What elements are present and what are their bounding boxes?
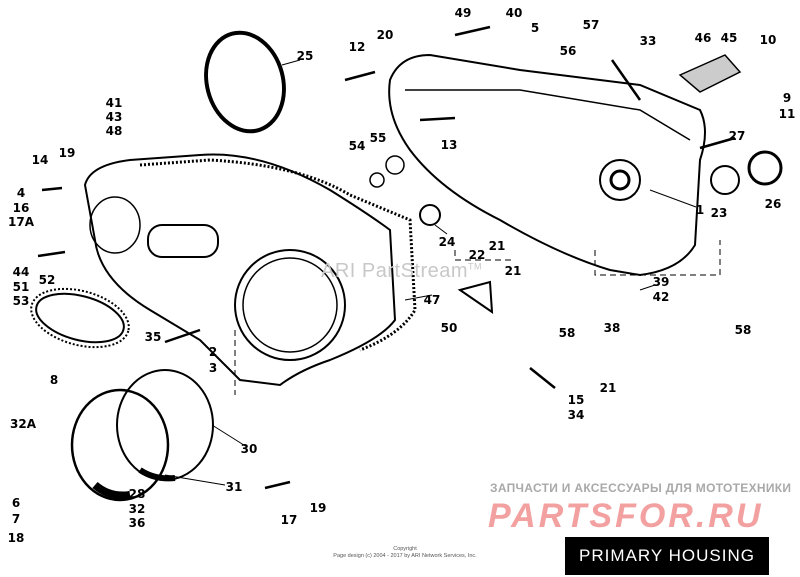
diagram-title: PRIMARY HOUSING xyxy=(565,537,769,575)
cover-gasket xyxy=(139,158,417,352)
callout-24[interactable]: 24 xyxy=(438,235,456,249)
callout-9[interactable]: 9 xyxy=(782,91,792,105)
callout-56[interactable]: 56 xyxy=(559,44,577,58)
callout-11[interactable]: 11 xyxy=(778,107,796,121)
callout-19[interactable]: 19 xyxy=(58,146,76,160)
callout-52[interactable]: 52 xyxy=(38,273,56,287)
callout-46[interactable]: 46 xyxy=(694,31,712,45)
callout-1[interactable]: 1 xyxy=(695,203,705,217)
callout-17[interactable]: 17 xyxy=(280,513,298,527)
cover-plate xyxy=(678,54,742,93)
callout-38[interactable]: 38 xyxy=(603,321,621,335)
inspection-cover xyxy=(35,292,125,344)
callout-21[interactable]: 21 xyxy=(504,264,522,278)
callout-4[interactable]: 4 xyxy=(16,186,26,200)
bearing xyxy=(710,165,740,195)
callout-58[interactable]: 58 xyxy=(558,326,576,340)
trademark: TM xyxy=(468,261,483,272)
callout-21[interactable]: 21 xyxy=(488,239,506,253)
callout-15[interactable]: 15 xyxy=(567,393,585,407)
callout-14[interactable]: 14 xyxy=(31,153,49,167)
callout-32a[interactable]: 32A xyxy=(10,417,36,431)
callout-55[interactable]: 55 xyxy=(369,131,387,145)
callout-16[interactable]: 16 xyxy=(12,201,30,215)
copyright-text: Page design (c) 2004 - 2017 by ARI Netwo… xyxy=(333,552,477,559)
callout-49[interactable]: 49 xyxy=(454,6,472,20)
callout-30[interactable]: 30 xyxy=(240,442,258,456)
seal xyxy=(747,150,783,186)
inner-primary-housing xyxy=(388,53,706,277)
screws xyxy=(37,25,736,490)
callout-57[interactable]: 57 xyxy=(582,18,600,32)
callout-42[interactable]: 42 xyxy=(652,290,670,304)
callout-26[interactable]: 26 xyxy=(764,197,782,211)
callout-18[interactable]: 18 xyxy=(7,531,25,545)
partsfor-logo: PARTSFOR.RU xyxy=(488,497,764,535)
copyright-label: Copyright xyxy=(393,546,417,552)
callout-54[interactable]: 54 xyxy=(348,139,366,153)
callout-44[interactable]: 44 xyxy=(12,265,30,279)
callout-3[interactable]: 3 xyxy=(208,361,218,375)
callout-41[interactable]: 41 xyxy=(105,96,123,110)
callout-35[interactable]: 35 xyxy=(144,330,162,344)
callout-23[interactable]: 23 xyxy=(710,206,728,220)
ru-banner: ЗАПЧАСТИ И АКСЕССУАРЫ ДЛЯ МОТОТЕХНИКИ xyxy=(490,481,792,495)
callout-12[interactable]: 12 xyxy=(348,40,366,54)
callout-19[interactable]: 19 xyxy=(309,501,327,515)
callout-33[interactable]: 33 xyxy=(639,34,657,48)
watermark-text: ARI PartStream xyxy=(321,260,469,282)
callout-40[interactable]: 40 xyxy=(505,6,523,20)
callout-47[interactable]: 47 xyxy=(423,293,441,307)
callout-50[interactable]: 50 xyxy=(440,321,458,335)
callout-21[interactable]: 21 xyxy=(599,381,617,395)
callout-7[interactable]: 7 xyxy=(11,512,21,526)
callout-31[interactable]: 31 xyxy=(225,480,243,494)
callout-17a[interactable]: 17A xyxy=(8,215,34,229)
callout-36[interactable]: 36 xyxy=(128,516,146,530)
callout-25[interactable]: 25 xyxy=(296,49,314,63)
bearing-seat xyxy=(599,159,641,201)
callout-39[interactable]: 39 xyxy=(652,275,670,289)
bracket xyxy=(457,280,494,314)
o-ring xyxy=(204,30,286,134)
callout-13[interactable]: 13 xyxy=(440,138,458,152)
callout-45[interactable]: 45 xyxy=(720,31,738,45)
inspection-opening xyxy=(147,224,219,258)
callout-22[interactable]: 22 xyxy=(468,248,486,262)
callout-53[interactable]: 53 xyxy=(12,294,30,308)
copyright: Copyright Page design (c) 2004 - 2017 by… xyxy=(330,546,480,559)
callout-5[interactable]: 5 xyxy=(530,21,540,35)
clutch-opening xyxy=(234,249,346,361)
callout-20[interactable]: 20 xyxy=(376,28,394,42)
callout-51[interactable]: 51 xyxy=(12,280,30,294)
callout-28[interactable]: 28 xyxy=(128,487,146,501)
leader-lines xyxy=(164,59,721,486)
bushing xyxy=(419,204,441,226)
callout-8[interactable]: 8 xyxy=(49,373,59,387)
derby-cover xyxy=(70,388,170,502)
callout-32[interactable]: 32 xyxy=(128,502,146,516)
callout-6[interactable]: 6 xyxy=(11,496,21,510)
watermark: ARI PartStreamTM xyxy=(321,261,482,281)
callout-27[interactable]: 27 xyxy=(728,129,746,143)
callout-43[interactable]: 43 xyxy=(105,110,123,124)
callout-2[interactable]: 2 xyxy=(208,345,218,359)
callout-10[interactable]: 10 xyxy=(759,33,777,47)
outer-primary-cover xyxy=(83,153,397,387)
callout-34[interactable]: 34 xyxy=(567,408,585,422)
callout-58[interactable]: 58 xyxy=(734,323,752,337)
callout-48[interactable]: 48 xyxy=(105,124,123,138)
